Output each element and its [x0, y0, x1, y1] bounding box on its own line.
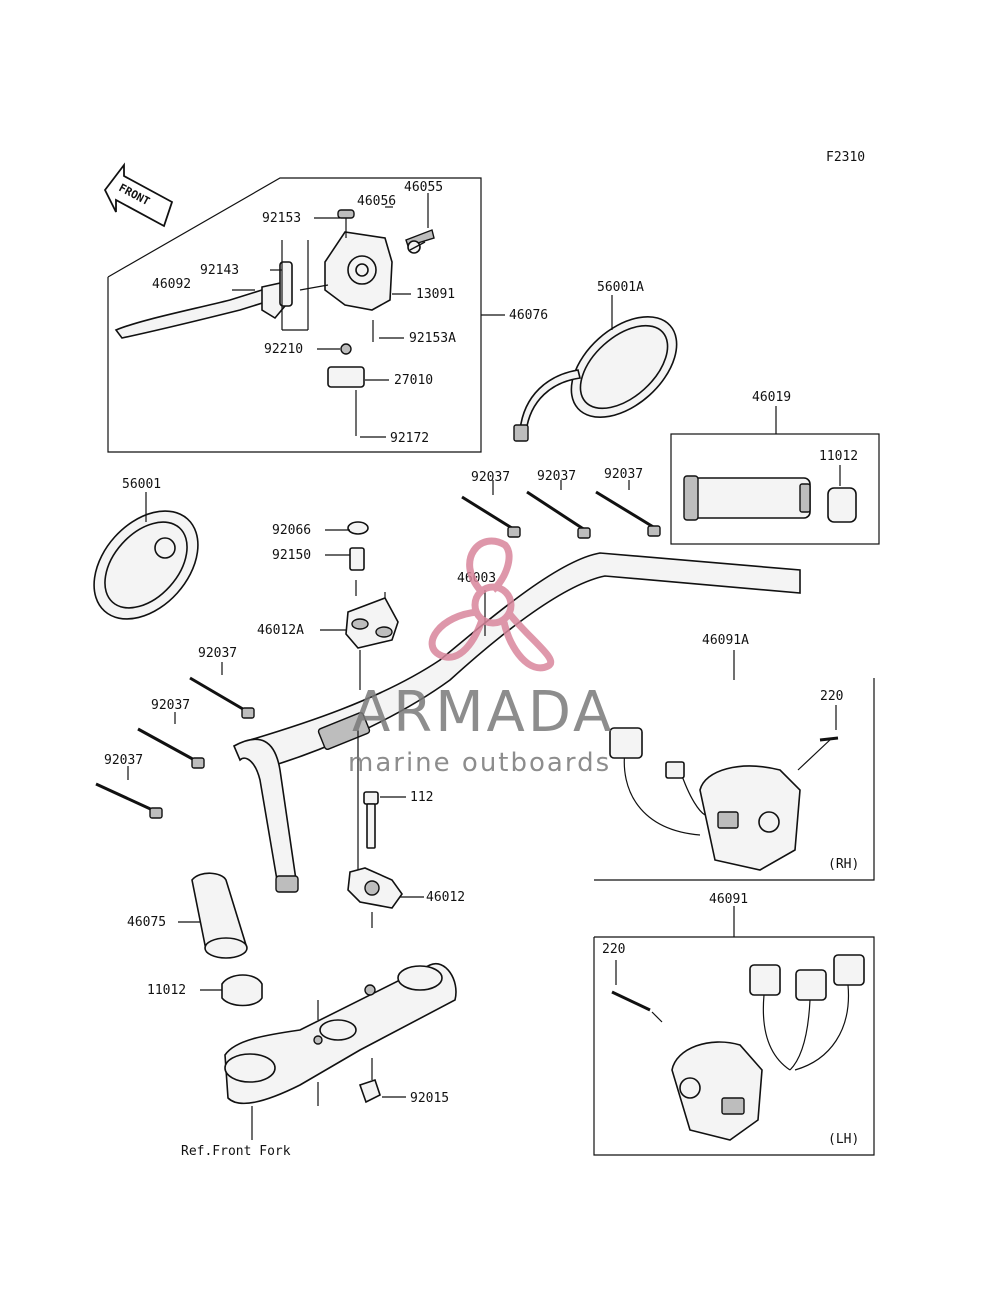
handlebar-lower-holder — [347, 730, 424, 928]
ref-front-fork: Ref.Front Fork — [181, 1144, 291, 1159]
clutch-lever — [114, 261, 293, 339]
label-92210: 92210 — [264, 342, 303, 357]
label-lh: (LH) — [828, 1132, 859, 1147]
label-220-left: 220 — [602, 942, 625, 957]
label-92153: 92153 — [262, 211, 301, 226]
label-220-right: 220 — [820, 689, 843, 704]
mirror-rh — [513, 295, 678, 442]
front-arrow-icon: FRONT — [103, 162, 174, 228]
small-parts-lever — [327, 209, 435, 436]
label-92037-d: 92037 — [198, 646, 237, 661]
label-92015: 92015 — [410, 1091, 449, 1106]
label-92066: 92066 — [272, 523, 311, 538]
label-46012A: 46012A — [257, 623, 304, 638]
label-92037-a: 92037 — [471, 470, 510, 485]
bolts-92037-upper — [461, 480, 661, 539]
mirror-lh — [93, 492, 199, 620]
bolts-92037-left — [95, 662, 255, 819]
handlebar-upper-holder — [320, 521, 399, 690]
label-92153A: 92153A — [409, 331, 456, 346]
label-92037-b: 92037 — [537, 469, 576, 484]
diagram-code: F2310 — [826, 150, 865, 165]
handlebar — [232, 552, 801, 893]
label-rh: (RH) — [828, 857, 859, 872]
label-92143: 92143 — [200, 263, 239, 278]
label-92172: 92172 — [390, 431, 429, 446]
label-13091: 13091 — [416, 287, 455, 302]
label-46092: 46092 — [152, 277, 191, 292]
label-46091A: 46091A — [702, 633, 749, 648]
label-46055: 46055 — [404, 180, 443, 195]
steering-stem — [224, 962, 457, 1140]
label-92037-e: 92037 — [151, 698, 190, 713]
propeller-logo-icon — [428, 537, 555, 672]
label-11012-left: 11012 — [147, 983, 186, 998]
rh-switch-box — [594, 650, 875, 881]
label-46003: 46003 — [457, 571, 496, 586]
label-56001A: 56001A — [597, 280, 644, 295]
left-grip — [178, 872, 263, 1007]
label-27010: 27010 — [394, 373, 433, 388]
label-92150: 92150 — [272, 548, 311, 563]
throttle-grip-box — [670, 406, 880, 545]
lh-switch-box — [593, 906, 875, 1156]
label-46075: 46075 — [127, 915, 166, 930]
label-92037-f: 92037 — [104, 753, 143, 768]
label-46091: 46091 — [709, 892, 748, 907]
watermark-brand: ARMADA — [352, 680, 614, 745]
watermark-tagline: marine outboards — [348, 748, 611, 778]
armada-watermark: ARMADA marine outboards — [348, 537, 614, 778]
lever-holder — [299, 231, 393, 311]
leader-lines-outer — [325, 529, 350, 556]
label-11012-right: 11012 — [819, 449, 858, 464]
label-112: 112 — [410, 790, 433, 805]
label-46076: 46076 — [509, 308, 548, 323]
part-labels: 46055 46056 92153 92143 46092 13091 4607… — [104, 180, 859, 1159]
label-46056: 46056 — [357, 194, 396, 209]
label-46019: 46019 — [752, 390, 791, 405]
label-92037-c: 92037 — [604, 467, 643, 482]
label-46012: 46012 — [426, 890, 465, 905]
label-56001: 56001 — [122, 477, 161, 492]
leader-lines-box — [232, 193, 505, 438]
